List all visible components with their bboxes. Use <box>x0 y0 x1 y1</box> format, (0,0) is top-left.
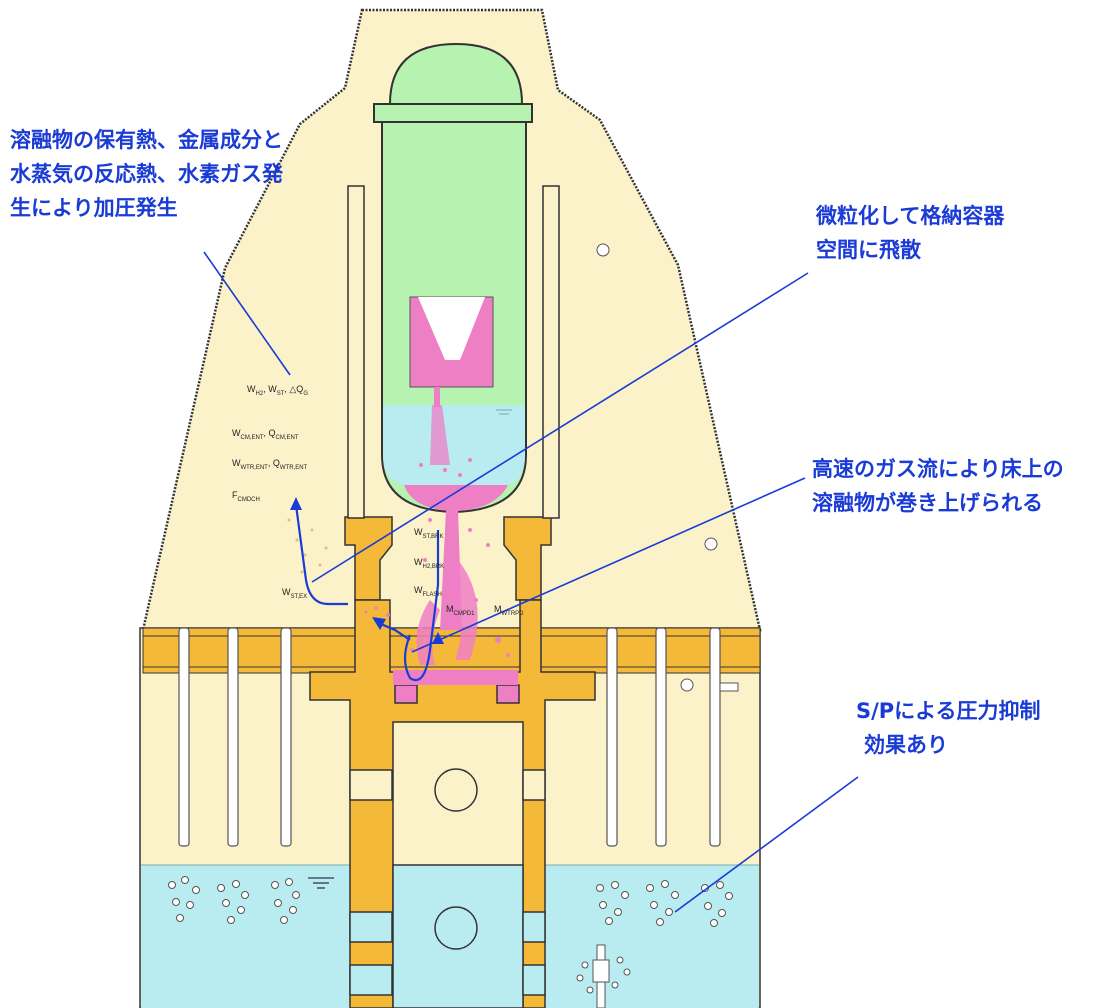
var-sub: FLASH <box>422 591 442 598</box>
annotation-line: 微粒化して格納容器 <box>816 204 1005 228</box>
annotation-line: 高速のガス流により床上の <box>812 457 1064 481</box>
var-label-w-wtr-ent: WWTR,ENT, QWTR,ENT <box>232 458 308 471</box>
var-label-m-wtrpd: MWTRPD <box>494 604 524 617</box>
annotation-dispersal: 微粒化して格納容器 空間に飛散 <box>816 199 1004 267</box>
var-main: W <box>414 527 423 537</box>
vent-pipes <box>178 627 721 847</box>
var-sub: CM,ENT <box>275 434 299 441</box>
annotation-line: 溶融物の保有熱、金属成分と <box>10 128 283 152</box>
var-label-w-st-brk: WST,BRK <box>414 527 444 540</box>
srv-discharge-pipe <box>592 944 610 1008</box>
var-sub: CMDCH <box>237 496 260 503</box>
var-label-w-h2-brk: WH2,BRK <box>414 557 444 570</box>
annotation-pressurization: 溶融物の保有熱、金属成分と 水蒸気の反応熱、水素ガス発 生により加圧発生 <box>10 123 283 225</box>
var-main: Q <box>272 458 280 468</box>
var-main: W <box>232 428 241 438</box>
annotation-line: 生により加圧発生 <box>10 196 178 220</box>
var-sub: H2 <box>255 390 264 397</box>
manhole-lower <box>434 906 478 950</box>
annotation-suppression: S/Pによる圧力抑制 効果あり <box>856 694 1041 762</box>
dispersed-particles <box>287 518 328 574</box>
var-main: W <box>247 384 256 394</box>
var-label-w-st-ex: WST,EX <box>282 587 307 600</box>
var-label-m-cmpd: MCMPD1 <box>446 604 475 617</box>
annotation-line: S/Pによる圧力抑制 <box>856 699 1041 723</box>
var-label-f-cmdch: FCMDCH <box>232 490 260 503</box>
rpv-melt-pool <box>404 485 508 511</box>
annotation-line: 効果あり <box>864 733 948 757</box>
var-sub: WTRPD <box>501 610 524 617</box>
shield-walls <box>347 185 560 519</box>
var-sub: WTR,ENT <box>279 464 308 471</box>
var-sub: WTR,ENT <box>240 464 268 471</box>
var-sub: G <box>303 390 308 397</box>
var-main: W <box>232 458 241 468</box>
rpv-head <box>388 42 524 105</box>
var-main: W <box>414 585 423 595</box>
rpv-water <box>383 405 525 485</box>
leader-lines <box>203 251 859 913</box>
var-main: Q <box>296 384 304 394</box>
var-main: F <box>232 490 238 500</box>
var-main: M <box>494 604 502 614</box>
annotation-line: 水蒸気の反応熱、水素ガス発 <box>10 162 283 186</box>
pool-level-mark <box>308 877 334 889</box>
pedestal-debris <box>393 670 518 685</box>
var-main: W <box>414 557 423 567</box>
var-sub: CM,ENT <box>240 434 264 441</box>
var-label-w-cm-ent: WCM,ENT, QCM,ENT <box>232 428 299 441</box>
var-sub: H2,BRK <box>422 563 445 570</box>
annotation-entrainment: 高速のガス流により床上の 溶融物が巻き上げられる <box>812 452 1064 520</box>
delta-icon: △ <box>289 384 297 394</box>
var-sub: ST,EX <box>290 593 308 600</box>
var-main: W <box>282 587 291 597</box>
bubbles <box>168 876 733 994</box>
var-sub: ST <box>276 390 285 397</box>
manhole-upper <box>434 768 478 812</box>
var-main: W <box>268 384 277 394</box>
var-main: M <box>446 604 454 614</box>
var-main: Q <box>268 428 276 438</box>
var-label-w-h2-st-q-g: WH2, WST, △QG <box>247 384 308 397</box>
pedestal <box>309 516 596 1008</box>
var-sub: CMPD1 <box>453 610 475 617</box>
var-sub: ST,BRK <box>422 533 444 540</box>
var-label-w-flash: WFLASH <box>414 585 442 598</box>
rpv-flange <box>373 103 533 123</box>
annotation-line: 溶融物が巻き上げられる <box>812 491 1043 515</box>
annotation-line: 空間に飛散 <box>816 238 921 262</box>
